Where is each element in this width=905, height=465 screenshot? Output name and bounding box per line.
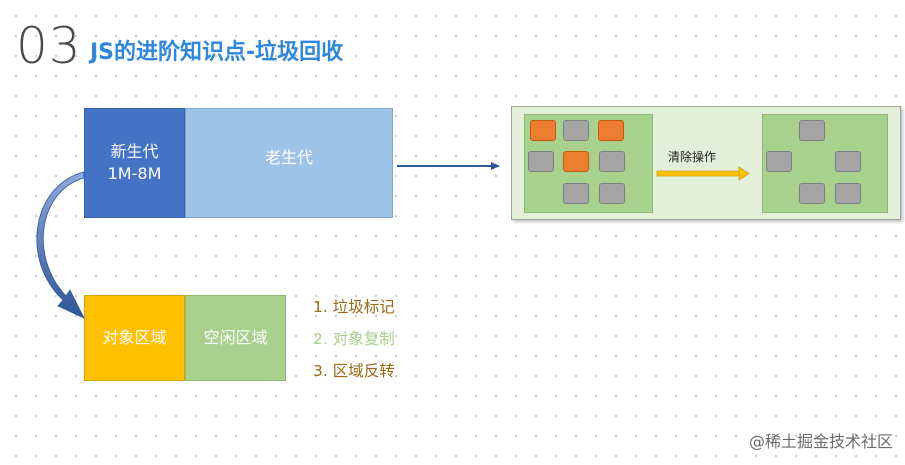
free-area-box: 空闲区域 xyxy=(185,295,286,381)
live-block xyxy=(835,183,861,204)
live-block xyxy=(835,151,861,172)
live-block xyxy=(766,151,792,172)
live-block xyxy=(799,183,825,204)
slide-number: 03 xyxy=(16,17,82,75)
live-block xyxy=(528,151,554,172)
cleanup-arrow-icon xyxy=(656,166,750,181)
young-generation-size: 1M-8M xyxy=(107,164,162,183)
old-generation-label: 老生代 xyxy=(264,148,313,167)
object-area-box: 对象区域 xyxy=(84,295,185,381)
live-block xyxy=(599,151,625,172)
object-area-label: 对象区域 xyxy=(102,328,167,347)
live-block xyxy=(799,120,825,141)
garbage-block xyxy=(598,120,624,141)
old-generation-box: 老生代 xyxy=(185,108,393,218)
garbage-block xyxy=(563,151,589,172)
live-block xyxy=(599,183,625,204)
live-block xyxy=(563,183,589,204)
free-area-label: 空闲区域 xyxy=(203,328,268,347)
curved-down-arrow-icon xyxy=(36,171,85,319)
cleanup-operation-label: 清除操作 xyxy=(668,150,717,164)
young-generation-box: 新生代 1M-8M xyxy=(84,108,185,218)
young-generation-label: 新生代 xyxy=(110,142,159,161)
right-arrow-icon xyxy=(397,162,500,170)
watermark: @稀土掘金技术社区 xyxy=(748,432,893,451)
live-block xyxy=(563,120,589,141)
garbage-block xyxy=(530,120,556,141)
slide-title: JS的进阶知识点-垃圾回收 xyxy=(90,40,344,65)
step-mark-garbage: 1. 垃圾标记 xyxy=(313,298,395,316)
step-copy-objects: 2. 对象复制 xyxy=(313,330,395,348)
step-swap-regions: 3. 区域反转 xyxy=(313,362,395,380)
